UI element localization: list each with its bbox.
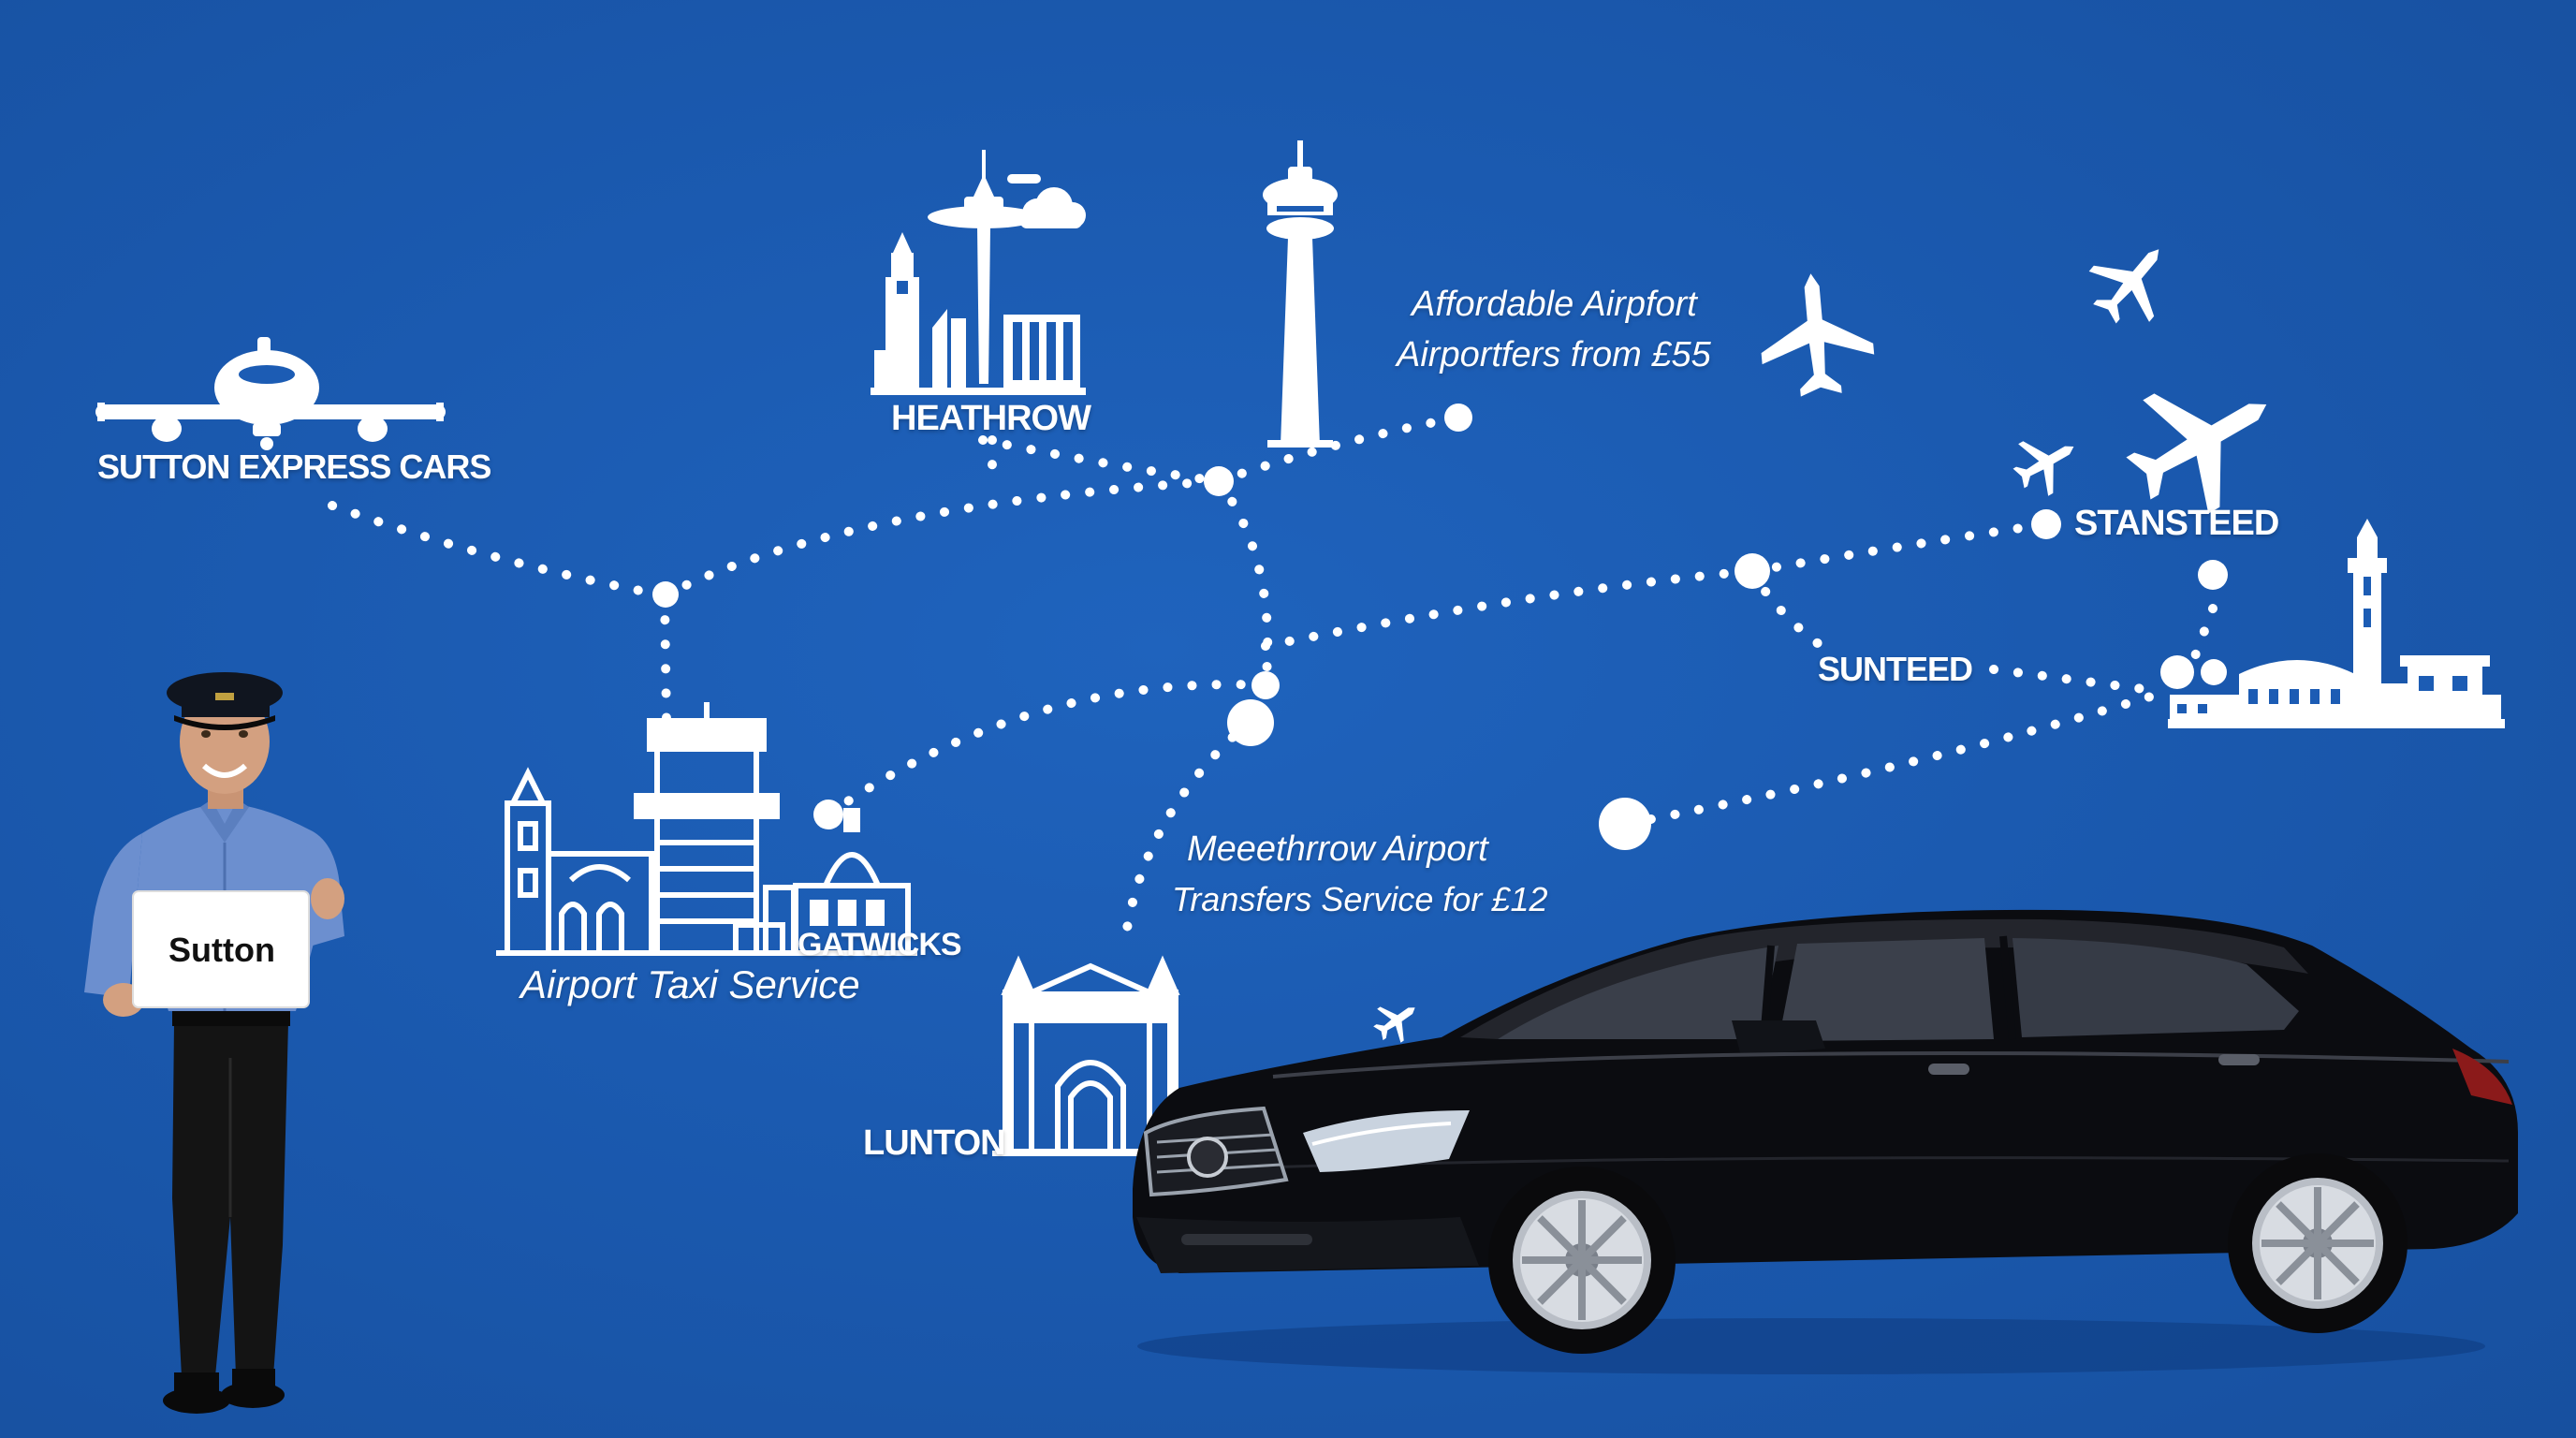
node-stansted-label bbox=[2031, 509, 2061, 539]
node-stansted-base-2 bbox=[2201, 659, 2227, 685]
route-hub-down bbox=[1214, 477, 1273, 690]
node-mid-right bbox=[1734, 553, 1770, 589]
route-stansted-top bbox=[1748, 520, 2051, 576]
airplane-icon-small-right bbox=[2012, 441, 2074, 496]
gatwick-skyline-icon bbox=[496, 702, 917, 956]
airplane-icon-large-left bbox=[95, 337, 446, 450]
car-badge-icon bbox=[1187, 1137, 1228, 1178]
heathrow-skyline-icon bbox=[871, 150, 1086, 395]
route-hub-to-affordable bbox=[1214, 413, 1463, 486]
label-affordable-line1: Affordable Airpfort bbox=[1412, 285, 1697, 324]
route-stansted-vertical bbox=[2186, 604, 2217, 673]
label-sunteed: SUNTEED bbox=[1818, 650, 1973, 688]
route-hub-to-heathrow-hub bbox=[660, 477, 1223, 600]
car-rear-wheel bbox=[2228, 1153, 2408, 1333]
label-stansteed: STANSTEED bbox=[2074, 504, 2279, 543]
label-gatwicks: GATWICKS bbox=[798, 927, 962, 962]
sign-text: Sutton bbox=[168, 931, 275, 969]
airplane-icon-small-car bbox=[1373, 1006, 1415, 1043]
tower-icon bbox=[1263, 140, 1338, 448]
airplane-icon-mid-right bbox=[2126, 393, 2267, 514]
chauffeur-figure bbox=[84, 672, 344, 1414]
node-center-small bbox=[1251, 671, 1280, 699]
label-airport-taxi-service: Airport Taxi Service bbox=[520, 962, 860, 1006]
label-sutton-express-cars: SUTTON EXPRESS CARS bbox=[97, 448, 491, 486]
label-lunton: LUNTON bbox=[863, 1123, 1006, 1163]
node-car bbox=[1599, 798, 1651, 850]
stansted-skyline-icon bbox=[2168, 519, 2505, 728]
route-nodes bbox=[652, 404, 2228, 850]
node-affordable bbox=[1444, 404, 1472, 432]
route-lines bbox=[328, 413, 2217, 946]
node-stansted-base-1 bbox=[2160, 655, 2194, 689]
route-car-to-stansted bbox=[1622, 690, 2161, 829]
node-stansted-top bbox=[2198, 560, 2228, 590]
car-front-wheel bbox=[1488, 1167, 1676, 1354]
label-heathrow: HEATHROW bbox=[891, 399, 1091, 438]
route-gatwick-diagonal bbox=[824, 680, 1270, 819]
cloud-icon bbox=[1007, 174, 1086, 228]
label-meethrrow-line2: Transfers Service for £12 bbox=[1172, 880, 1548, 918]
node-center-large bbox=[1227, 699, 1274, 746]
airplane-icon-top-right bbox=[2088, 249, 2159, 324]
node-gatwick bbox=[813, 800, 843, 829]
node-sutton-hub bbox=[652, 581, 679, 608]
label-meethrrow-line1: Meeethrrow Airport bbox=[1187, 829, 1488, 869]
car-mercedes bbox=[1133, 909, 2518, 1374]
label-affordable-line2: Airportfers from £55 bbox=[1397, 335, 1711, 374]
route-sutton-to-hub bbox=[328, 501, 669, 600]
airplane-icon-near-affordable bbox=[1761, 273, 1875, 397]
route-hub-to-gatwick bbox=[660, 591, 671, 726]
sutton-sign bbox=[132, 890, 310, 1008]
route-heathrow-arc bbox=[978, 435, 1223, 486]
node-heathrow-hub bbox=[1204, 466, 1234, 496]
route-center-to-stansted bbox=[1261, 566, 1757, 651]
route-sunteed-right bbox=[1989, 665, 2148, 694]
